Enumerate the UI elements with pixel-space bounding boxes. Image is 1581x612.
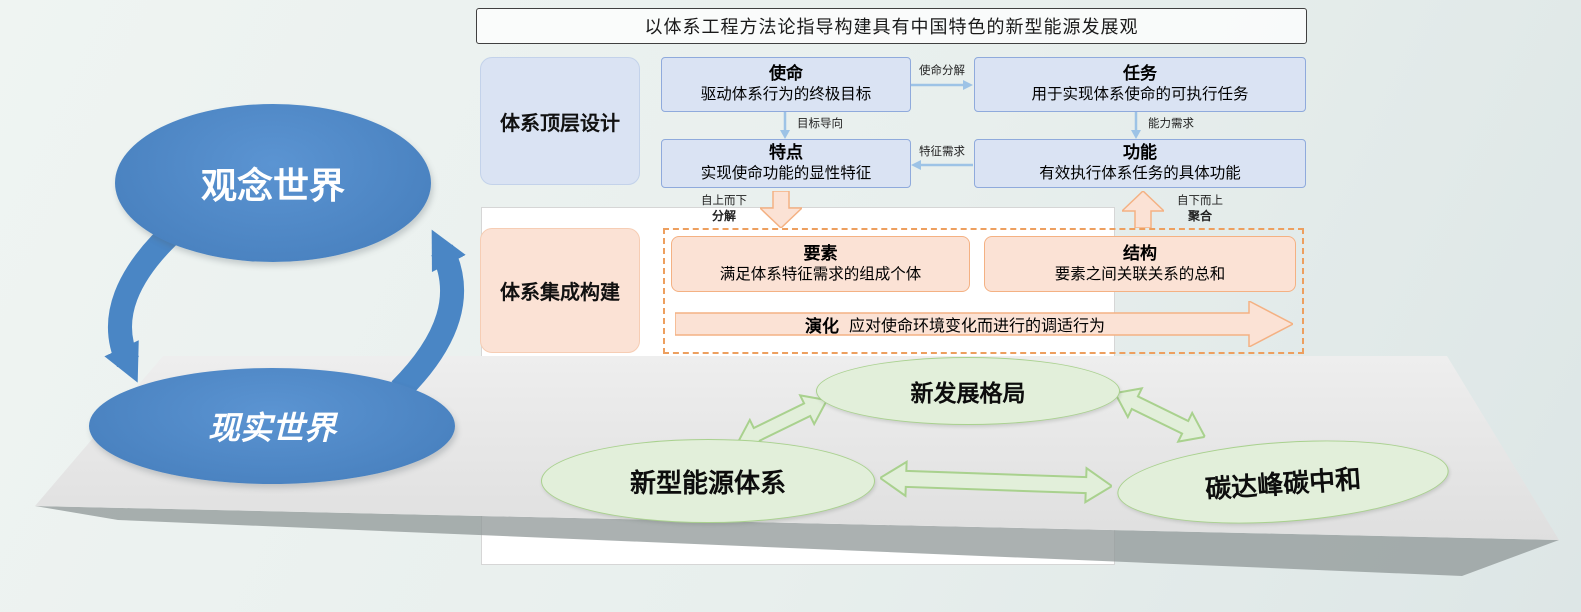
feature-demand-text: 特征需求: [919, 146, 965, 158]
new-pattern-ellipse: 新发展格局: [816, 357, 1120, 425]
cycle-arrow-down-icon: [104, 216, 189, 383]
task-box: 任务 用于实现体系使命的可执行任务: [974, 57, 1306, 112]
trait-desc: 实现使命功能的显性特征: [700, 165, 872, 183]
real-world-label: 现实世界: [207, 410, 336, 446]
title-box: 以体系工程方法论指导构建具有中国特色的新型能源发展观: [476, 8, 1307, 44]
top-design-label-text: 体系顶层设计: [500, 112, 620, 135]
evolution-title: 演化: [804, 316, 839, 336]
new-energy-label: 新型能源体系: [629, 467, 786, 498]
structure-desc: 要素之间关联关系的总和: [1054, 265, 1226, 283]
integration-label-text: 体系集成构建: [500, 282, 620, 304]
label-feature-demand: 特征需求: [911, 143, 973, 159]
mission-title: 使命: [769, 64, 803, 84]
concept-world-ellipse: 观念世界: [115, 104, 431, 262]
aggregate-text: 聚合: [1187, 208, 1212, 223]
integration-label: 体系集成构建: [480, 228, 640, 353]
mission-box: 使命 驱动体系行为的终极目标: [661, 57, 911, 112]
arrow-block-down-icon: [760, 191, 802, 228]
bottom-up-text: 自下而上: [1177, 195, 1223, 207]
task-desc: 用于实现体系使命的可执行任务: [1031, 86, 1249, 104]
real-world-ellipse: 现实世界: [89, 368, 455, 484]
concept-world-label: 观念世界: [200, 165, 345, 206]
evolution-desc: 应对使命环境变化而进行的调适行为: [848, 318, 1105, 335]
page-title: 以体系工程方法论指导构建具有中国特色的新型能源发展观: [644, 17, 1139, 37]
trait-title: 特点: [769, 143, 803, 163]
label-top-down: 自上而下 分解: [692, 194, 756, 225]
function-box: 功能 有效执行体系任务的具体功能: [974, 139, 1306, 188]
function-title: 功能: [1123, 143, 1157, 163]
element-title: 要素: [803, 243, 838, 263]
label-mission-decompose: 使命分解: [911, 62, 973, 78]
evolution-arrow-icon: [675, 301, 1293, 347]
label-bottom-up: 自下而上 聚合: [1168, 194, 1232, 225]
mission-desc: 驱动体系行为的终极目标: [700, 86, 872, 104]
integration-frame: [663, 228, 1304, 354]
goal-oriented-text: 目标导向: [797, 118, 843, 130]
arrow-energy-carbon-icon: [879, 460, 1113, 504]
new-energy-ellipse: 新型能源体系: [541, 439, 875, 523]
trait-box: 特点 实现使命功能的显性特征: [661, 139, 911, 188]
worlds-cycle-arrows: [104, 216, 466, 399]
plane-shadow: [35, 506, 1559, 576]
arrow-left-feature-demand-icon: [911, 160, 973, 170]
new-pattern-label: 新发展格局: [910, 380, 1026, 406]
cycle-arrow-up-icon: [391, 229, 466, 399]
decompose-text: 分解: [711, 208, 736, 223]
carbon-goals-label: 碳达峰碳中和: [1204, 463, 1362, 504]
capability-demand-text: 能力需求: [1148, 118, 1194, 130]
task-title: 任务: [1123, 64, 1157, 84]
arrow-block-up-icon: [1122, 191, 1164, 228]
arrow-pattern-carbon-icon: [1113, 387, 1207, 443]
structure-box: 结构 要素之间关联关系的总和: [984, 236, 1296, 292]
evolution-text: 演化 应对使命环境变化而进行的调适行为: [675, 308, 1235, 340]
label-goal-oriented: 目标导向: [797, 115, 843, 131]
arrow-down-goal-icon: [780, 112, 790, 139]
arrow-right-mission-decompose-icon: [911, 80, 973, 90]
mission-decompose-text: 使命分解: [919, 65, 965, 77]
label-capability-demand: 能力需求: [1148, 115, 1194, 131]
arrow-down-capability-icon: [1131, 112, 1141, 139]
top-design-label: 体系顶层设计: [480, 57, 640, 185]
function-desc: 有效执行体系任务的具体功能: [1039, 165, 1241, 183]
element-box: 要素 满足体系特征需求的组成个体: [671, 236, 970, 292]
top-down-text: 自上而下: [701, 195, 747, 207]
structure-title: 结构: [1123, 243, 1157, 263]
element-desc: 满足体系特征需求的组成个体: [719, 265, 922, 283]
